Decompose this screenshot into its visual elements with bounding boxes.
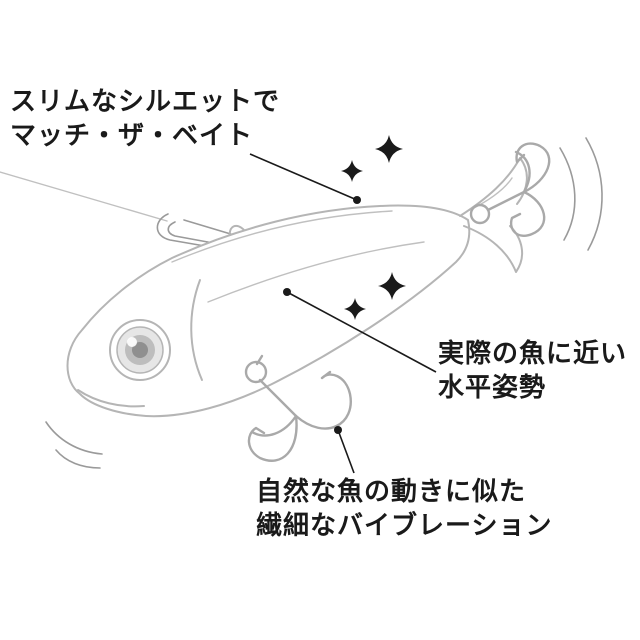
head-motion-lines-icon [45,421,103,469]
tail-treble-hook [469,142,551,237]
belly-split-ring [244,360,268,384]
annotation-text-line: 自然な魚の動きに似た [256,476,527,506]
leader-dot [353,196,361,204]
fishing-line [0,171,168,222]
annotation-text-line: 実際の魚に近い [438,338,628,368]
lure-body [66,204,471,418]
leader-dot [334,426,342,434]
leader-dot [283,288,291,296]
sparkle-icon [378,272,406,300]
sparkles [341,135,406,320]
gill-line [190,279,203,381]
leader-line-posture [286,291,437,373]
leader-line-slim [249,153,358,201]
annotation-text-line: スリムなシルエットで [10,86,281,116]
annotation-text-line: マッチ・ザ・ベイト [10,120,254,150]
tail-split-ring [469,203,491,225]
mouth-line [77,389,145,408]
annotation-delicate-vibration: 自然な魚の動きに似た 繊細なバイブレーション [256,474,552,542]
belly-treble-hook [244,354,352,462]
leader-lines [249,153,437,474]
annotation-text-line: 繊細なバイブレーション [256,510,553,540]
tail-motion-lines-icon [559,137,603,251]
leader-line-vibration [337,429,355,474]
sparkle-icon [344,298,366,320]
sparkle-icon [375,135,403,163]
annotation-text-line: 水平姿勢 [438,372,547,402]
sparkle-icon [341,160,363,182]
annotation-slim-silhouette: スリムなシルエットで マッチ・ザ・ベイト [10,84,280,152]
lure-eye [109,319,171,381]
annotation-horizontal-posture: 実際の魚に近い 水平姿勢 [438,336,627,404]
